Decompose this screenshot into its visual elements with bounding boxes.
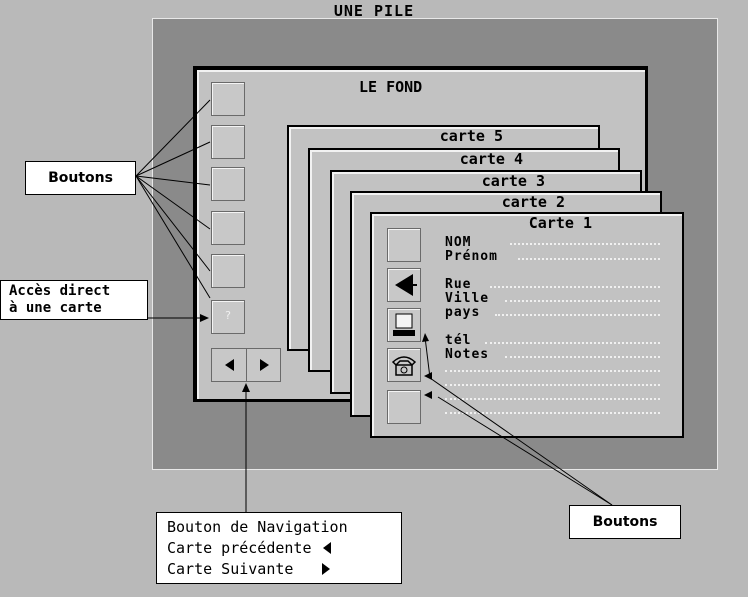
card-1: Carte 1 [370,212,684,438]
field-rue: Rue [445,277,472,292]
card-2-title: carte 2 [501,193,565,211]
dotted-line [495,314,660,317]
card-button-2[interactable] [387,268,421,302]
label-direct-access: Accès direct à une carte [0,280,148,320]
label-direct-access-line1: Accès direct [9,283,111,299]
dotted-line [510,243,660,246]
label-boutons-left: Boutons [25,161,136,195]
background-card-title: LE FOND [359,78,423,96]
background-button-3[interactable] [211,167,245,201]
label-navigation-prev: Carte précédente [167,539,312,557]
background-button-2[interactable] [211,125,245,159]
card-3-title: carte 3 [481,172,545,190]
dotted-line [505,356,660,359]
arrow-left-icon [322,542,331,554]
computer-icon [393,313,415,336]
card-button-1[interactable] [387,228,421,262]
card-4-title: carte 4 [459,150,523,168]
telephone-icon [391,356,417,376]
arrow-right-icon [322,563,331,575]
field-ville: Ville [445,291,490,306]
label-navigation-title: Bouton de Navigation [167,518,348,536]
dotted-line [445,398,660,401]
navigation-button [211,348,281,382]
label-navigation-prev-row: Carte précédente [167,538,391,559]
dotted-line [445,370,660,373]
page-title: UNE PILE [333,2,415,20]
field-pays: pays [445,305,481,320]
background-button-1[interactable] [211,82,245,116]
card-5-title: carte 5 [439,127,503,145]
dotted-line [518,258,660,261]
label-boutons-right: Boutons [569,505,681,539]
label-navigation: Bouton de Navigation Carte précédente Ca… [156,512,402,584]
label-navigation-next-row: Carte Suivante [167,559,391,580]
label-navigation-next: Carte Suivante [167,560,294,578]
field-tel: tél [445,333,472,348]
card-1-title: Carte 1 [528,214,592,232]
dotted-line [490,286,660,289]
dotted-line [505,300,660,303]
dotted-line [445,384,660,387]
arrow-left-icon[interactable] [222,358,236,372]
direct-access-button[interactable]: ? [211,300,245,334]
field-prenom: Prénom [445,249,498,264]
dotted-line [445,412,660,415]
card-button-4[interactable] [387,348,421,382]
dotted-line [485,342,660,345]
field-nom: NOM [445,235,472,250]
background-button-4[interactable] [211,211,245,245]
arrow-right-icon[interactable] [258,358,272,372]
card-button-5[interactable] [387,390,421,424]
megaphone-icon [395,274,417,296]
label-direct-access-line2: à une carte [9,300,102,316]
card-button-3[interactable] [387,308,421,342]
field-notes: Notes [445,347,490,362]
background-button-5[interactable] [211,254,245,288]
